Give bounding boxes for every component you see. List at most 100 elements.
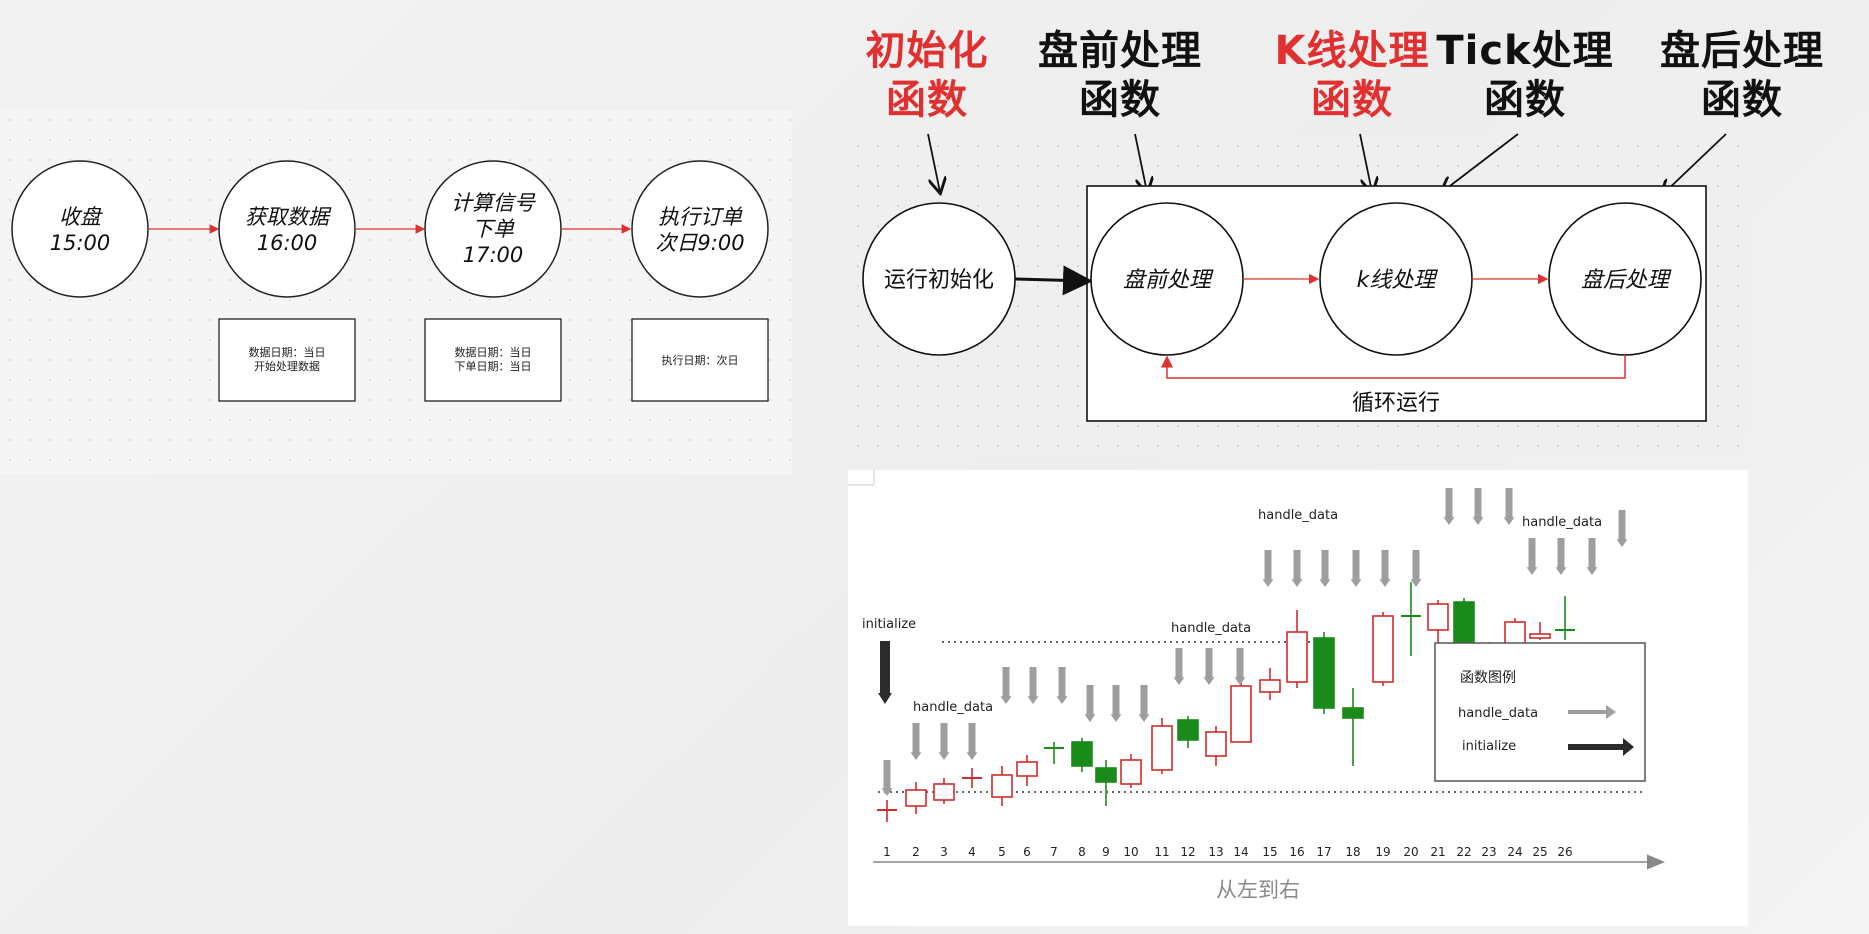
x-tick-label: 1	[883, 845, 891, 859]
header-line: 函数	[1701, 77, 1783, 123]
handle-data-arrow	[1379, 550, 1391, 587]
candle	[1529, 622, 1551, 640]
handle-data-arrow	[1555, 538, 1567, 575]
candle	[991, 766, 1013, 806]
candle	[905, 782, 927, 814]
x-tick-label: 3	[940, 845, 948, 859]
pipeline-diagram: 收盘 15:00 获取数据 16:00 计算信号 下单 17:00 执行订单 次…	[11, 160, 769, 402]
candle	[1095, 760, 1117, 806]
candle-body	[905, 789, 927, 807]
candle	[877, 800, 897, 822]
candle-body	[933, 783, 955, 801]
handle-data-arrow	[1319, 550, 1331, 587]
handle-data-label: handle_data	[913, 700, 993, 715]
header-init-function: 初始化 函数	[852, 27, 1002, 125]
legend-init-arrow-icon	[1568, 738, 1634, 756]
candle-body	[1372, 615, 1394, 683]
handle-data-label: handle_data	[1171, 621, 1251, 636]
candle	[1342, 688, 1364, 766]
x-tick-label: 2	[912, 845, 920, 859]
x-tick-label: 26	[1557, 845, 1572, 859]
candle-body	[1016, 761, 1038, 777]
x-tick-label: 16	[1289, 845, 1304, 859]
candle	[1177, 716, 1199, 748]
pipeline-panel: 收盘 15:00 获取数据 16:00 计算信号 下单 17:00 执行订单 次…	[0, 110, 792, 474]
x-tick-label: 9	[1102, 845, 1110, 859]
handle-data-arrow	[1503, 488, 1515, 525]
x-tick-label: 18	[1345, 845, 1360, 859]
header-tick-function: Tick处理 函数	[1435, 27, 1615, 125]
pipeline-note: 数据日期：当日 下单日期：当日	[424, 318, 562, 402]
candle-body	[1177, 719, 1199, 741]
pipeline-step-close: 收盘 15:00	[11, 160, 149, 298]
handle-data-arrow	[966, 723, 978, 760]
candle	[1259, 668, 1281, 700]
x-tick-label: 25	[1532, 845, 1547, 859]
handle-data-arrow	[1000, 667, 1012, 704]
note-text: 数据日期：当日	[249, 345, 326, 359]
x-tick-label: 11	[1154, 845, 1169, 859]
x-tick-label: 13	[1208, 845, 1223, 859]
handle-data-arrow	[910, 723, 922, 760]
candle	[1151, 718, 1173, 774]
step-label-2: 下单	[472, 217, 515, 241]
x-tick-label: 20	[1403, 845, 1418, 859]
candle	[1372, 612, 1394, 686]
candle-body	[1529, 633, 1551, 639]
x-tick-label: 7	[1050, 845, 1058, 859]
header-line: 函数	[886, 77, 968, 123]
header-line: K线处理	[1274, 28, 1430, 74]
candle	[933, 778, 955, 804]
candle-body	[1151, 725, 1173, 771]
handle-data-arrow	[1203, 648, 1215, 685]
x-tick-label: 5	[998, 845, 1006, 859]
legend-item-label: initialize	[1462, 739, 1516, 754]
corner-mark	[848, 470, 875, 486]
x-tick-label: 22	[1456, 845, 1471, 859]
x-tick-label: 19	[1375, 845, 1390, 859]
step-time: 17:00	[463, 243, 524, 267]
x-tick-label: 14	[1233, 845, 1248, 859]
header-line: 函数	[1079, 77, 1161, 123]
header-line: 函数	[1484, 77, 1566, 123]
x-tick-label: 24	[1507, 845, 1522, 859]
handle-data-arrow	[938, 723, 950, 760]
initialize-label: initialize	[862, 617, 916, 632]
handle-data-label: handle_data	[1522, 515, 1602, 530]
step-label: 获取数据	[245, 205, 332, 229]
pipeline-note: 数据日期：当日 开始处理数据	[218, 318, 356, 402]
legend-title: 函数图例	[1460, 670, 1516, 686]
x-tick-label: 4	[968, 845, 976, 859]
candle	[1313, 632, 1335, 714]
header-line: Tick处理	[1436, 28, 1614, 74]
legend-item-label: handle_data	[1458, 706, 1538, 721]
header-postmarket-function: 盘后处理 函数	[1652, 27, 1832, 125]
handle-data-arrow	[1110, 685, 1122, 722]
candle-body	[1071, 741, 1093, 767]
handle-data-arrow	[1350, 550, 1362, 587]
handle-data-arrow	[1056, 667, 1068, 704]
candle-body	[1120, 759, 1142, 785]
x-tick-label: 6	[1023, 845, 1031, 859]
initialize-arrow	[878, 641, 892, 704]
pipeline-step-signal: 计算信号 下单 17:00	[424, 160, 562, 298]
header-premarket-function: 盘前处理 函数	[1025, 27, 1215, 125]
candle	[1286, 610, 1308, 688]
handle-data-arrow	[1084, 685, 1096, 722]
handle-data-arrow	[1291, 550, 1303, 587]
candle-body	[1286, 631, 1308, 683]
header-line: 盘后处理	[1660, 28, 1824, 74]
note-text: 下单日期：当日	[455, 359, 532, 373]
step-label: 收盘	[59, 205, 103, 229]
handle-data-label: handle_data	[1258, 508, 1338, 523]
candle-body	[1427, 603, 1449, 631]
step-label: 执行订单	[658, 205, 743, 229]
candle-body	[1342, 707, 1364, 719]
flow-panel	[848, 136, 1748, 454]
candle	[1555, 596, 1575, 640]
x-tick-label: 21	[1430, 845, 1445, 859]
handle-data-arrow	[881, 760, 893, 796]
handle-data-arrow	[1234, 648, 1246, 685]
